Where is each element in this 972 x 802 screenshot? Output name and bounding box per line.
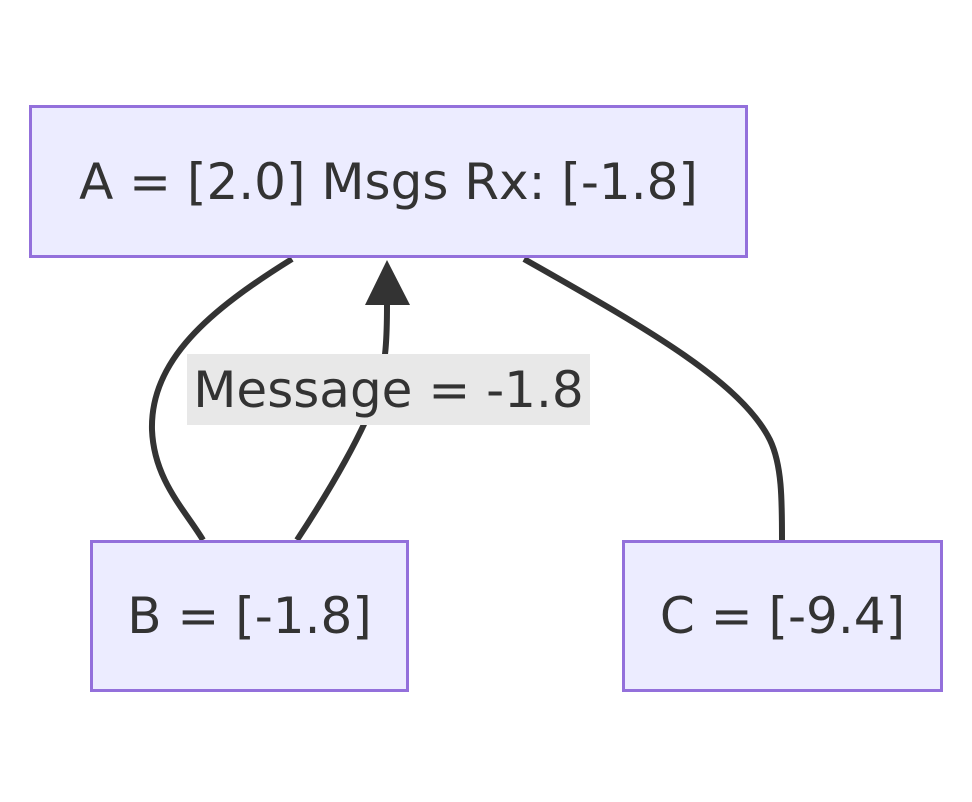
- arrowhead-b-a: [365, 260, 410, 305]
- node-c-label: C = [-9.4]: [659, 587, 906, 645]
- edge-a-c: [522, 256, 785, 541]
- node-a-label: A = [2.0] Msgs Rx: [-1.8]: [79, 152, 698, 211]
- node-a: A = [2.0] Msgs Rx: [-1.8]: [29, 105, 748, 258]
- edge-b-a-label-text: Message = -1.8: [193, 360, 584, 419]
- node-b: B = [-1.8]: [90, 540, 409, 692]
- node-b-label: B = [-1.8]: [127, 587, 372, 645]
- edge-a-b: [148, 256, 294, 542]
- edge-b-a-label: Message = -1.8: [187, 354, 590, 425]
- node-c: C = [-9.4]: [622, 540, 943, 692]
